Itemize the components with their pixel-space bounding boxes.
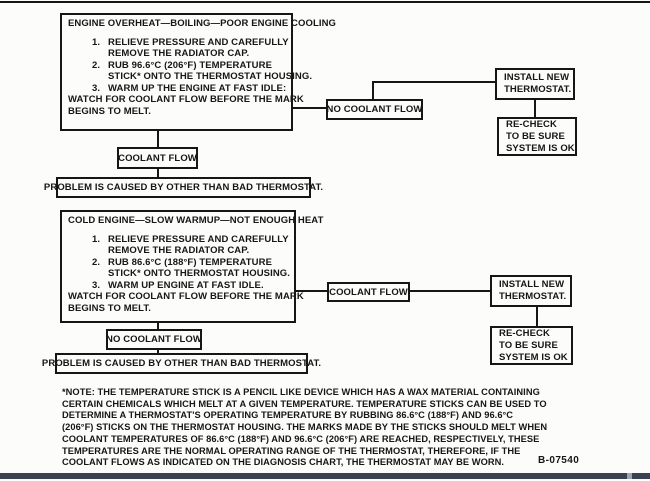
step-3-text: WARM UP THE ENGINE AT FAST IDLE:	[108, 82, 287, 94]
step-3: 3. WARM UP THE ENGINE AT FAST IDLE:	[68, 82, 287, 95]
footnote-line-3: DETERMINE A THERMOSTAT'S OPERATING TEMPE…	[62, 410, 514, 421]
coolant-flow-label-2: COOLANT FLOW	[329, 286, 408, 298]
connector-install-to-recheck-2	[536, 307, 538, 326]
watch-line-1-c2: WATCH FOR COOLANT FLOW BEFORE THE MARK	[68, 291, 304, 302]
step-1: 1. RELIEVE PRESSURE AND CAREFULLY	[68, 36, 289, 49]
connector-coolant-flow-to-problem-1	[157, 168, 159, 177]
footnote-line-1: *NOTE: THE TEMPERATURE STICK IS A PENCIL…	[62, 387, 540, 397]
connector-no-coolant-flow-to-problem-2	[157, 349, 159, 354]
step-2-text-c2: RUB 86.6°C (188°F) TEMPERATURE	[108, 256, 273, 268]
install-thermostat-box-1: INSTALL NEW THERMOSTAT.	[495, 68, 575, 100]
step-3-c2: 3. WARM UP ENGINE AT FAST IDLE.	[68, 280, 288, 292]
recheck-box-1: RE-CHECK TO BE SURE SYSTEM IS OK	[497, 117, 577, 156]
install-line-1-c2: INSTALL NEW	[499, 279, 565, 290]
no-coolant-flow-label-2: NO COOLANT FLOW	[106, 334, 202, 345]
procedure-title-2: COLD ENGINE—SLOW WARMUP—NOT ENOUGH HEAT	[68, 215, 324, 226]
problem-box-2: PROBLEM IS CAUSED BY OTHER THAN BAD THER…	[42, 353, 321, 374]
watch-line-2-c2: BEGINS TO MELT.	[68, 302, 151, 314]
procedure-box-engine-overheat: ENGINE OVERHEAT—BOILING—POOR ENGINE COOL…	[60, 13, 337, 131]
recheck-line-2-c2: TO BE SURE	[499, 339, 558, 351]
problem-label-1: PROBLEM IS CAUSED BY OTHER THAN BAD THER…	[43, 182, 324, 193]
step-2-continued-c2: STICK* ONTO THERMOSTAT HOUSING.	[108, 268, 291, 279]
install-line-1: INSTALL NEW	[504, 72, 570, 83]
recheck-line-1: RE-CHECK	[506, 118, 557, 130]
figure-code: B-07540	[538, 455, 580, 466]
no-coolant-flow-box-1: NO COOLANT FLOW	[326, 99, 423, 120]
step-2: 2. RUB 96.6°C (206°F) TEMPERATURE	[68, 60, 285, 72]
install-thermostat-box-2: INSTALL NEW THERMOSTAT.	[490, 275, 572, 307]
step-2-number: 2.	[92, 59, 101, 71]
step-1-number: 1.	[92, 36, 101, 48]
connector-box1-to-coolant-flow	[157, 131, 159, 147]
watch-line-1: WATCH FOR COOLANT FLOW BEFORE THE MARK	[68, 94, 304, 105]
footnote-line-7: COOLANT FLOWS AS INDICATED ON THE DIAGNO…	[62, 457, 505, 468]
procedure-box-cold-engine: COLD ENGINE—SLOW WARMUP—NOT ENOUGH HEAT …	[60, 210, 324, 323]
step-1-number-c2: 1.	[92, 233, 101, 245]
bottom-edge-bar-notch	[627, 473, 632, 479]
step-2-text: RUB 96.6°C (206°F) TEMPERATURE	[108, 59, 273, 71]
connector-coolant-flow-to-install-2	[410, 290, 490, 292]
coolant-flow-label-1: COOLANT FLOW	[118, 152, 197, 164]
temperature-stick-footnote: *NOTE: THE TEMPERATURE STICK IS A PENCIL…	[62, 387, 587, 469]
step-3-number: 3.	[92, 82, 101, 94]
footnote-line-4: (206°F) STICKS ON THE THERMOSTAT HOUSING…	[62, 422, 548, 433]
step-2-number-c2: 2.	[92, 256, 101, 268]
connector-box2-to-coolant-flow	[296, 290, 327, 292]
recheck-line-3: SYSTEM IS OK	[506, 142, 575, 154]
step-1-continued: REMOVE THE RADIATOR CAP.	[108, 48, 250, 59]
footnote-line-5: COOLANT TEMPERATURES OF 86.6°C (188°F) A…	[62, 433, 540, 444]
no-coolant-flow-label-1: NO COOLANT FLOW	[326, 104, 423, 115]
step-1-text-c2: RELIEVE PRESSURE AND CAREFULLY	[108, 233, 289, 245]
connector-to-install-thermostat-1	[372, 81, 495, 83]
install-line-2-c2: THERMOSTAT.	[499, 291, 567, 302]
step-2-c2: 2. RUB 86.6°C (188°F) TEMPERATURE	[68, 257, 288, 269]
recheck-line-1-c2: RE-CHECK	[499, 327, 550, 339]
coolant-flow-box-2: COOLANT FLOW	[327, 282, 410, 302]
problem-label-2: PROBLEM IS CAUSED BY OTHER THAN BAD THER…	[41, 358, 322, 369]
connector-box2-to-no-coolant-flow	[157, 323, 159, 330]
procedure-title: ENGINE OVERHEAT—BOILING—POOR ENGINE COOL…	[68, 18, 337, 29]
bottom-edge-bar	[0, 473, 650, 479]
connector-install-to-recheck-1	[534, 100, 536, 117]
recheck-box-2: RE-CHECK TO BE SURE SYSTEM IS OK	[490, 326, 573, 365]
top-rule	[0, 1, 650, 3]
footnote-line-6: TEMPERATURES ARE THE NORMAL OPERATING RA…	[62, 445, 521, 456]
step-3-text-c2: WARM UP ENGINE AT FAST IDLE.	[108, 279, 264, 291]
footnote-line-2: CERTAIN CHEMICALS WHICH MELT AT A GIVEN …	[62, 398, 547, 409]
step-1-text: RELIEVE PRESSURE AND CAREFULLY	[108, 36, 289, 48]
install-line-2: THERMOSTAT.	[504, 84, 572, 95]
connector-no-coolant-flow-up	[372, 81, 374, 100]
step-1-continued-c2: REMOVE THE RADIATOR CAP.	[108, 245, 250, 256]
step-1-c2: 1. RELIEVE PRESSURE AND CAREFULLY	[68, 233, 289, 246]
problem-box-1: PROBLEM IS CAUSED BY OTHER THAN BAD THER…	[44, 177, 323, 198]
step-2-continued: STICK* ONTO THE THERMOSTAT HOUSING.	[108, 71, 313, 82]
connector-box1-to-no-coolant-flow	[293, 107, 326, 109]
recheck-line-3-c2: SYSTEM IS OK	[499, 351, 568, 363]
recheck-line-2: TO BE SURE	[506, 130, 565, 142]
no-coolant-flow-box-2: NO COOLANT FLOW	[106, 329, 202, 350]
step-3-number-c2: 3.	[92, 279, 101, 291]
coolant-flow-box-1: COOLANT FLOW	[117, 147, 198, 169]
watch-line-2: BEGINS TO MELT.	[68, 105, 151, 117]
